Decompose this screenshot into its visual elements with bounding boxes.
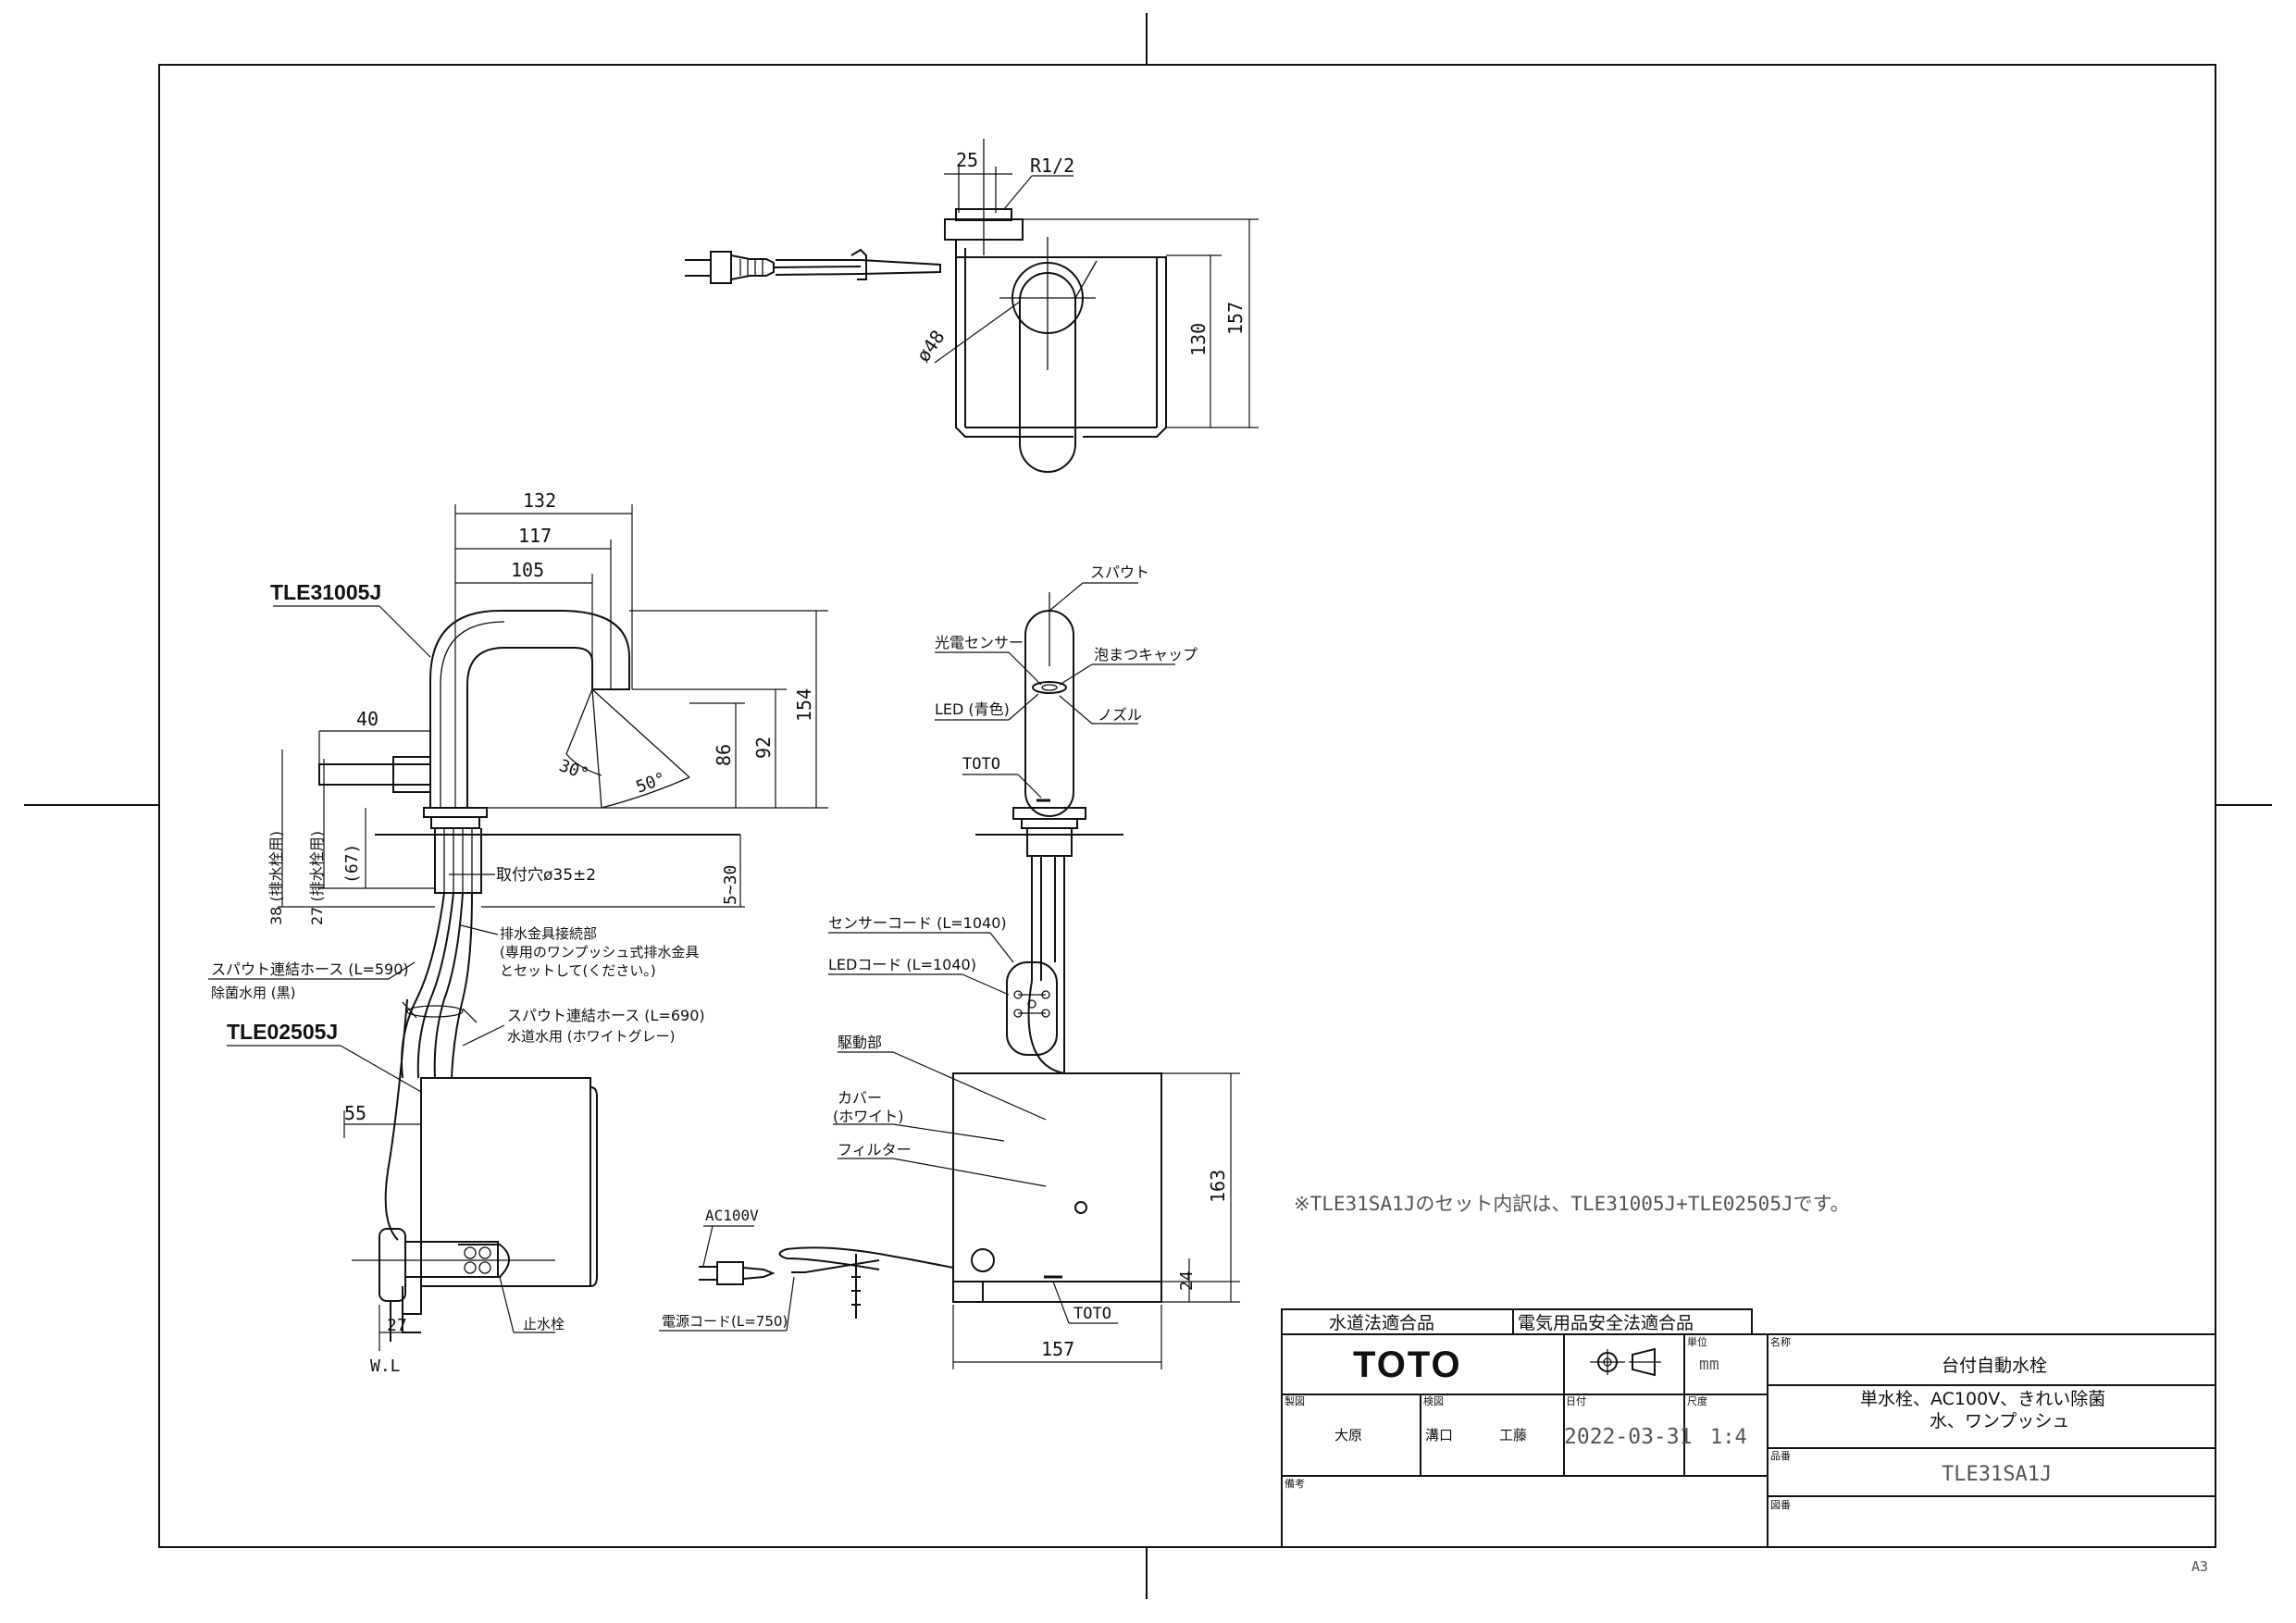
sheet-border: [158, 64, 2216, 1548]
toto-bottom-label: TOTO: [1074, 1305, 1111, 1323]
date-value: 2022-03-31: [1564, 1425, 1692, 1449]
model-drive: TLE02505J: [227, 1020, 338, 1044]
hose-690-label: スパウト連結ホース (L=690): [507, 1007, 705, 1024]
spout-label: スパウト: [1090, 564, 1149, 581]
dim-38: 38 (排水栓用): [267, 831, 285, 925]
name-label: 名称: [1770, 1335, 1791, 1348]
product-label: 品番: [1770, 1450, 1791, 1462]
sensor-cord-label: センサーコード (L=1040): [828, 914, 1007, 932]
dim-dia48: ø48: [912, 326, 949, 365]
filter-label: フィルター: [838, 1141, 912, 1158]
sheet-size: A3: [2191, 1558, 2208, 1575]
dim-55: 55: [344, 1102, 366, 1124]
dim-24: 24: [1177, 1270, 1197, 1291]
dim-86: 86: [713, 744, 735, 766]
name-value: 台付自動水栓: [1942, 1356, 2047, 1376]
dim-117: 117: [518, 525, 552, 547]
dim-92: 92: [752, 737, 775, 759]
dim-157-top: 157: [1224, 302, 1247, 335]
dim-163: 163: [1207, 1170, 1229, 1203]
dim-27b: 27: [387, 1316, 407, 1335]
cert-water: 水道法適合品: [1329, 1313, 1434, 1333]
drain-connection-line1: 排水金具接続部: [500, 925, 597, 942]
angle-30: 30°: [556, 756, 591, 785]
checker-value-1: 溝口: [1425, 1427, 1453, 1443]
nozzle-label: ノズル: [1098, 706, 1142, 724]
scale-value: 1:4: [1710, 1426, 1747, 1449]
dim-5-30: 5~30: [721, 865, 740, 905]
hose-690-sub: 水道水用 (ホワイトグレー): [507, 1028, 675, 1045]
dim-154: 154: [793, 688, 815, 722]
power-cord-label: 電源コード(L=750): [662, 1313, 788, 1330]
remarks-label: 備考: [1285, 1478, 1305, 1490]
desc-line1: 単水栓、AC100V、きれい除菌: [1860, 1389, 2105, 1409]
title-block: 水道法適合品 電気用品安全法適合品 TOTO 単位 mm 名称 台付自動水栓 単…: [1281, 1308, 2216, 1575]
drain-connection-line3: とセットして(ください。): [500, 962, 656, 979]
registration-marks: [24, 13, 2272, 1599]
aerator-label: 泡まつキャップ: [1094, 646, 1198, 663]
toto-mark-label: TOTO: [962, 755, 1000, 774]
checker-label: 検図: [1423, 1394, 1444, 1407]
drafter-label: 製図: [1285, 1394, 1305, 1407]
side-view: 30° 50° 132 117 105: [208, 489, 828, 1376]
drawing-no-label: 図番: [1770, 1499, 1791, 1511]
desc-line2: 水、ワンプッシュ: [1930, 1411, 2069, 1431]
dim-157-front: 157: [1041, 1338, 1074, 1360]
toto-logo: TOTO: [1353, 1344, 1462, 1385]
cover-sub-label: (ホワイト): [833, 1108, 904, 1125]
drafter-value: 大原: [1334, 1427, 1362, 1443]
hose-590-label: スパウト連結ホース (L=590): [211, 960, 409, 978]
dim-132: 132: [523, 489, 556, 512]
product-number: TLE31SA1J: [1942, 1463, 2052, 1486]
led-label: LED (青色): [935, 700, 1010, 718]
drive-label: 駆動部: [838, 1034, 882, 1051]
unit-value: mm: [1699, 1355, 1719, 1374]
model-faucet: TLE31005J: [270, 580, 381, 604]
mount-hole-label: 取付穴ø35±2: [496, 866, 596, 885]
dim-67: (67): [342, 844, 362, 884]
hose-590-sub: 除菌水用 (黒): [211, 985, 295, 1001]
top-view: 25 R1/2 ø48 130 157: [685, 139, 1259, 473]
angle-50: 50°: [634, 769, 669, 798]
checker-value-2: 工藤: [1499, 1427, 1527, 1443]
set-note: ※TLE31SA1Jのセット内訳は、TLE31005J+TLE02505Jです。: [1294, 1193, 1850, 1215]
wl-label: W.L: [370, 1357, 401, 1376]
front-view: スパウト 光電センサー 泡まつキャップ LED (青色) ノズル TOTO セン…: [659, 564, 1240, 1369]
dim-105: 105: [511, 559, 544, 581]
led-cord-label: LEDコード (L=1040): [828, 956, 976, 973]
dim-130: 130: [1187, 323, 1210, 356]
cover-label: カバー: [838, 1089, 882, 1107]
projection-symbol-icon: [1590, 1347, 1661, 1377]
unit-label: 単位: [1687, 1335, 1707, 1348]
drain-connection-line2: (専用のワンプッシュ式排水金具: [500, 944, 699, 960]
dim-25: 25: [956, 149, 978, 171]
ac100v-label: AC100V: [705, 1207, 759, 1224]
dim-40: 40: [356, 708, 379, 730]
cert-electrical: 電気用品安全法適合品: [1518, 1313, 1694, 1333]
sensor-label: 光電センサー: [935, 634, 1024, 651]
scale-label: 尺度: [1687, 1394, 1707, 1407]
date-label: 日付: [1566, 1395, 1586, 1407]
dim-27: 27 (排水栓用): [308, 831, 326, 925]
stop-valve-label: 止水栓: [523, 1316, 565, 1332]
thread-label: R1/2: [1030, 155, 1074, 177]
